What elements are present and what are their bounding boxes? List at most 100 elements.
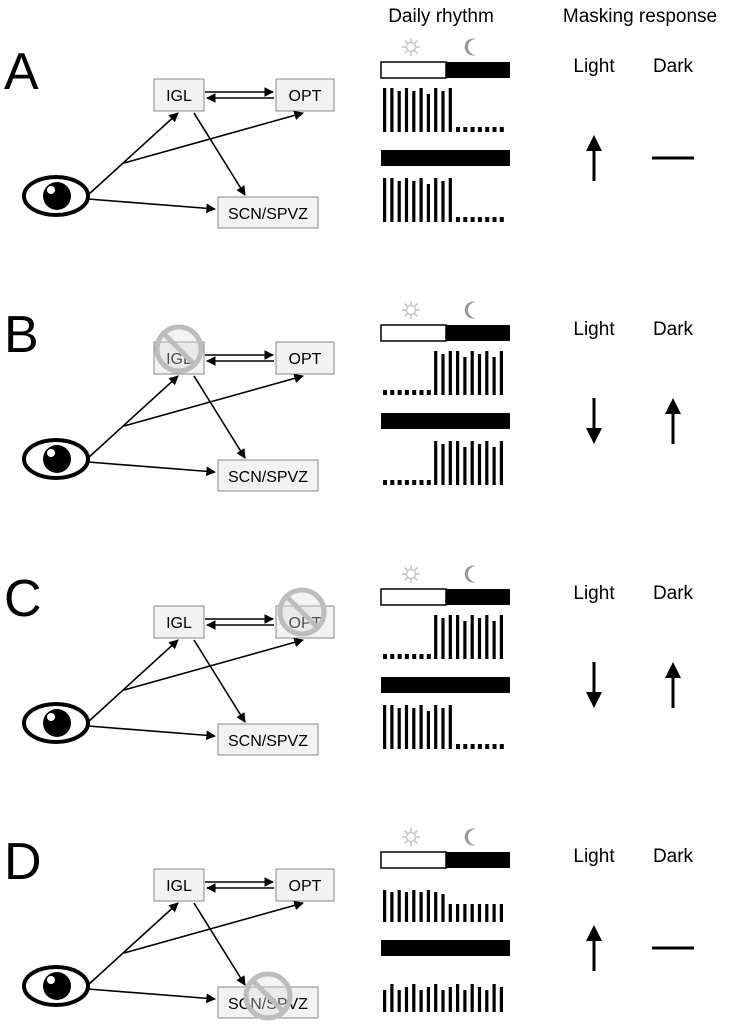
activity-bar bbox=[463, 744, 468, 749]
activity-bar bbox=[470, 904, 474, 922]
sun-icon bbox=[402, 828, 420, 846]
activity-bar bbox=[390, 892, 394, 922]
activity-bar bbox=[456, 744, 460, 749]
scn-box bbox=[217, 196, 319, 229]
activity-bar bbox=[477, 354, 482, 395]
eye-to-scn-arrow bbox=[87, 988, 216, 1004]
activity-bar bbox=[412, 181, 416, 222]
activity-bar bbox=[441, 990, 445, 1012]
igl-box bbox=[153, 78, 205, 112]
activity-bar bbox=[485, 217, 490, 222]
activity-bar bbox=[397, 480, 402, 485]
eye-pupil bbox=[43, 972, 71, 1000]
activity-bar bbox=[492, 127, 497, 132]
activity-bar bbox=[485, 904, 489, 922]
activity-bar bbox=[485, 351, 489, 395]
activity-bar bbox=[470, 217, 475, 222]
activity-bar bbox=[383, 890, 387, 922]
activity-bar bbox=[499, 615, 503, 659]
activity-bar bbox=[426, 480, 431, 485]
dark-phase-bar bbox=[446, 325, 510, 341]
sun-disc bbox=[405, 41, 417, 53]
activity-bar bbox=[383, 178, 387, 222]
light-phase-bar bbox=[380, 588, 447, 606]
activity-bar bbox=[383, 705, 387, 749]
activity-bar bbox=[434, 892, 438, 922]
activity-bar bbox=[463, 217, 468, 222]
decrease-arrow-icon bbox=[586, 692, 602, 708]
activity-bar bbox=[499, 987, 503, 1012]
activity-bar bbox=[390, 480, 395, 485]
activity-bar bbox=[434, 615, 438, 659]
activity-bar bbox=[383, 390, 387, 395]
activity-bar bbox=[397, 654, 402, 659]
igl-label: IGL bbox=[166, 878, 192, 895]
activity-bar bbox=[448, 615, 452, 659]
constant-dark-bar bbox=[381, 940, 510, 956]
activity-bar bbox=[404, 892, 409, 922]
opt-box bbox=[275, 868, 335, 902]
activity-bar bbox=[404, 987, 409, 1012]
eye-highlight bbox=[47, 186, 55, 194]
activity-bar bbox=[492, 984, 496, 1012]
activity-bar bbox=[463, 447, 467, 485]
activity-bar bbox=[434, 178, 438, 222]
activity-bar bbox=[448, 904, 452, 922]
activity-bar bbox=[448, 987, 452, 1012]
activity-bar bbox=[383, 654, 387, 659]
activity-bar bbox=[441, 444, 445, 485]
activity-bar bbox=[499, 744, 504, 749]
activity-bar bbox=[426, 94, 430, 132]
prohibition-slash bbox=[250, 978, 286, 1014]
dark-condition-label: Dark bbox=[653, 319, 694, 340]
activity-bar bbox=[441, 354, 445, 395]
activity-bar bbox=[426, 711, 430, 749]
eye-pupil bbox=[43, 709, 71, 737]
activity-bar bbox=[463, 127, 468, 132]
activity-bar bbox=[390, 705, 394, 749]
activity-bar bbox=[412, 480, 417, 485]
increase-arrow-icon bbox=[586, 925, 602, 941]
activity-bar bbox=[477, 444, 482, 485]
sun-disc bbox=[405, 568, 417, 580]
activity-bar bbox=[499, 217, 504, 222]
activity-bar bbox=[456, 904, 460, 922]
eye-to-opt-arrow bbox=[123, 110, 304, 164]
activity-bar bbox=[448, 178, 452, 222]
activity-bar bbox=[390, 178, 394, 222]
activity-bar bbox=[477, 127, 482, 132]
prohibition-slash bbox=[161, 331, 197, 367]
activity-bar bbox=[390, 984, 394, 1012]
increase-arrow-icon bbox=[586, 135, 602, 151]
activity-bar bbox=[456, 441, 460, 485]
opt-label: OPT bbox=[289, 878, 322, 895]
panels-group: AIGLOPTSCN/SPVZLightDarkBIGLOPTSCN/SPVZL… bbox=[4, 38, 694, 1021]
activity-bar bbox=[477, 987, 482, 1012]
eye-highlight bbox=[47, 713, 55, 721]
activity-bar bbox=[456, 984, 460, 1012]
opt-label: OPT bbox=[289, 615, 322, 632]
activity-bar bbox=[397, 990, 401, 1012]
activity-bar bbox=[499, 351, 503, 395]
activity-bar bbox=[426, 184, 430, 222]
moon-icon bbox=[464, 38, 476, 56]
activity-bar bbox=[426, 890, 430, 922]
eye-to-opt-arrow bbox=[123, 637, 304, 691]
activity-bar bbox=[397, 181, 401, 222]
activity-bar bbox=[499, 904, 503, 922]
moon-icon bbox=[464, 565, 476, 583]
eye-to-igl-arrow bbox=[87, 112, 179, 196]
prohibition-icon bbox=[154, 324, 204, 374]
activity-bar bbox=[499, 441, 503, 485]
activity-bar bbox=[404, 178, 409, 222]
eye-icon bbox=[22, 438, 90, 480]
activity-bar bbox=[412, 708, 416, 749]
light-condition-label: Light bbox=[573, 583, 615, 604]
eye-highlight bbox=[47, 976, 55, 984]
moon-icon bbox=[464, 301, 476, 319]
eye-pupil bbox=[43, 182, 71, 210]
activity-bar bbox=[390, 654, 395, 659]
igl-to-scn-arrow bbox=[193, 902, 246, 986]
activity-bar bbox=[434, 984, 438, 1012]
light-condition-label: Light bbox=[573, 56, 615, 77]
